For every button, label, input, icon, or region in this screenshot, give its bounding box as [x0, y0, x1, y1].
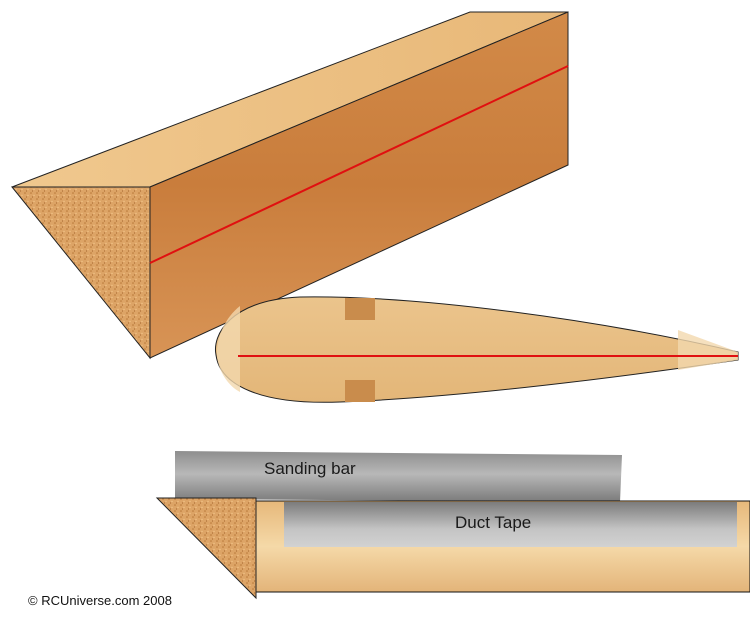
- sanding-setup: [155, 451, 750, 600]
- centerline: [149, 65, 569, 264]
- sanding-bar: [175, 451, 622, 502]
- copyright-notice: © RCUniverse.com 2008: [28, 593, 172, 608]
- duct-tape: [284, 502, 737, 547]
- airfoil-outline: [214, 296, 739, 403]
- triangle-stock: [10, 11, 569, 360]
- spar-cap-top: [345, 298, 375, 320]
- duct-tape-label: Duct Tape: [455, 513, 532, 532]
- end-grain-face: [10, 186, 151, 360]
- airfoil-section: [214, 296, 739, 403]
- sanding-bar-label: Sanding bar: [264, 459, 356, 478]
- leading-edge-highlight: [216, 306, 240, 392]
- trailing-edge-highlight: [678, 330, 738, 370]
- triangle-stock-end: [155, 497, 257, 600]
- spar-cap-bottom: [345, 380, 375, 402]
